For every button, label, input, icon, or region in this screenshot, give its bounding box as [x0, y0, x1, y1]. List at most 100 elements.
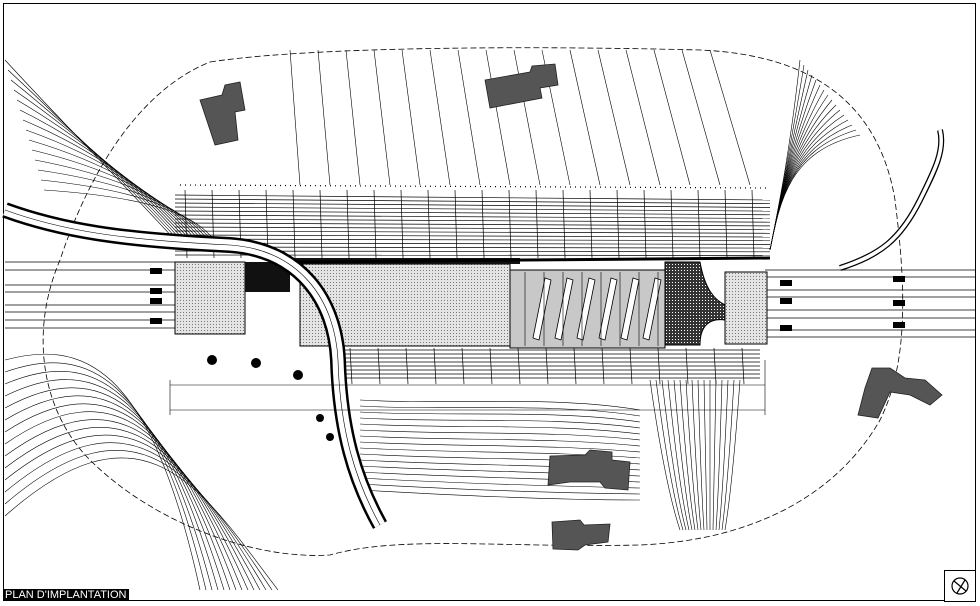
- contour-line: [769, 99, 833, 251]
- hatch-line: [508, 189, 512, 259]
- contour-line: [679, 379, 696, 531]
- hatch-line: [562, 189, 566, 259]
- parking-space: [554, 277, 574, 341]
- drawing-frame: [3, 3, 976, 601]
- contour-line: [373, 49, 391, 186]
- road-surface: [3, 204, 385, 528]
- contour-line: [4, 353, 201, 591]
- contour-line: [359, 483, 641, 495]
- road-centerline: [4, 209, 381, 526]
- compass-icon: [944, 570, 976, 602]
- road: [2, 202, 387, 529]
- contour-line: [4, 403, 237, 591]
- contour-line: [37, 169, 209, 241]
- fence-north: [179, 184, 771, 189]
- hatch-line: [174, 242, 771, 245]
- north-arrow-icon: [951, 577, 969, 595]
- hatch-line: [657, 347, 661, 385]
- parking-space: [532, 277, 552, 341]
- hatch-line: [741, 347, 745, 385]
- contour-line: [485, 49, 511, 186]
- contour-line: [712, 379, 717, 531]
- hatch-line: [400, 189, 404, 259]
- contour-line: [661, 379, 687, 531]
- parking-space: [576, 277, 596, 341]
- hatch-line: [545, 347, 549, 385]
- hatch-line: [319, 189, 323, 259]
- contour-line: [4, 419, 249, 591]
- signal-blocks-west: [150, 268, 162, 324]
- hatch-line: [174, 202, 771, 208]
- parking-spaces: [524, 272, 662, 346]
- contour-line: [4, 434, 261, 591]
- hatch-line: [573, 347, 577, 385]
- contour-line: [681, 49, 721, 186]
- hatch-line: [685, 347, 689, 385]
- contour-line: [359, 405, 641, 417]
- contour-line: [7, 69, 179, 241]
- building: [857, 367, 943, 419]
- dimension-lines: [169, 360, 766, 415]
- contour-line: [401, 49, 421, 186]
- parking-space: [620, 277, 640, 341]
- hatch-line: [697, 189, 701, 259]
- hatch-line: [535, 189, 539, 259]
- hatch-line: [481, 189, 485, 259]
- contour-line: [513, 49, 541, 186]
- contour-line: [625, 49, 661, 186]
- trees: [207, 355, 334, 441]
- contour-line: [715, 379, 723, 531]
- hatch-line: [670, 189, 674, 259]
- contour-line: [429, 49, 451, 186]
- contour-line: [359, 399, 641, 411]
- contour-lines: [4, 49, 861, 591]
- contour-line: [769, 119, 849, 251]
- contour-line: [4, 449, 273, 591]
- tracks-east: [765, 269, 976, 338]
- hatch-line: [373, 189, 377, 259]
- contour-line: [4, 379, 219, 591]
- contour-line: [359, 489, 641, 501]
- contour-line: [703, 379, 708, 531]
- contour-line: [649, 379, 681, 531]
- contour-line: [4, 411, 243, 591]
- hatch-line: [405, 347, 409, 385]
- contour-line: [697, 379, 705, 531]
- contour-line: [359, 435, 641, 447]
- hatch-line: [643, 189, 647, 259]
- hatch-line: [433, 347, 437, 385]
- drawing-title: PLAN D'IMPLANTATION: [3, 589, 129, 601]
- embankment-south: [345, 347, 760, 385]
- footpath-surface: [839, 129, 943, 270]
- hatch-line: [601, 347, 605, 385]
- hatch-line: [346, 189, 350, 259]
- contour-line: [317, 49, 331, 186]
- hatch-line: [174, 206, 771, 212]
- building: [547, 449, 631, 491]
- contour-line: [4, 362, 207, 591]
- contour-line: [769, 109, 841, 251]
- contour-line: [31, 149, 203, 241]
- contour-line: [289, 49, 301, 186]
- contour-line: [673, 379, 693, 531]
- hatch-line: [629, 347, 633, 385]
- parking-space: [642, 277, 662, 341]
- signal-blocks-east: [780, 276, 905, 331]
- hatch-line: [377, 347, 381, 385]
- contour-line: [4, 395, 231, 591]
- hatch-line: [724, 189, 728, 259]
- contour-line: [655, 379, 684, 531]
- technical-building: [724, 271, 768, 345]
- contour-line: [4, 427, 255, 591]
- building: [199, 81, 246, 146]
- hatch-line: [174, 214, 771, 219]
- contour-line: [34, 159, 206, 241]
- north-edge: [289, 256, 771, 264]
- contour-line: [43, 189, 215, 241]
- contour-line: [4, 371, 213, 591]
- contour-line: [359, 417, 641, 429]
- hatch-line: [517, 347, 521, 385]
- hatch-line: [174, 238, 771, 242]
- contour-line: [4, 457, 279, 591]
